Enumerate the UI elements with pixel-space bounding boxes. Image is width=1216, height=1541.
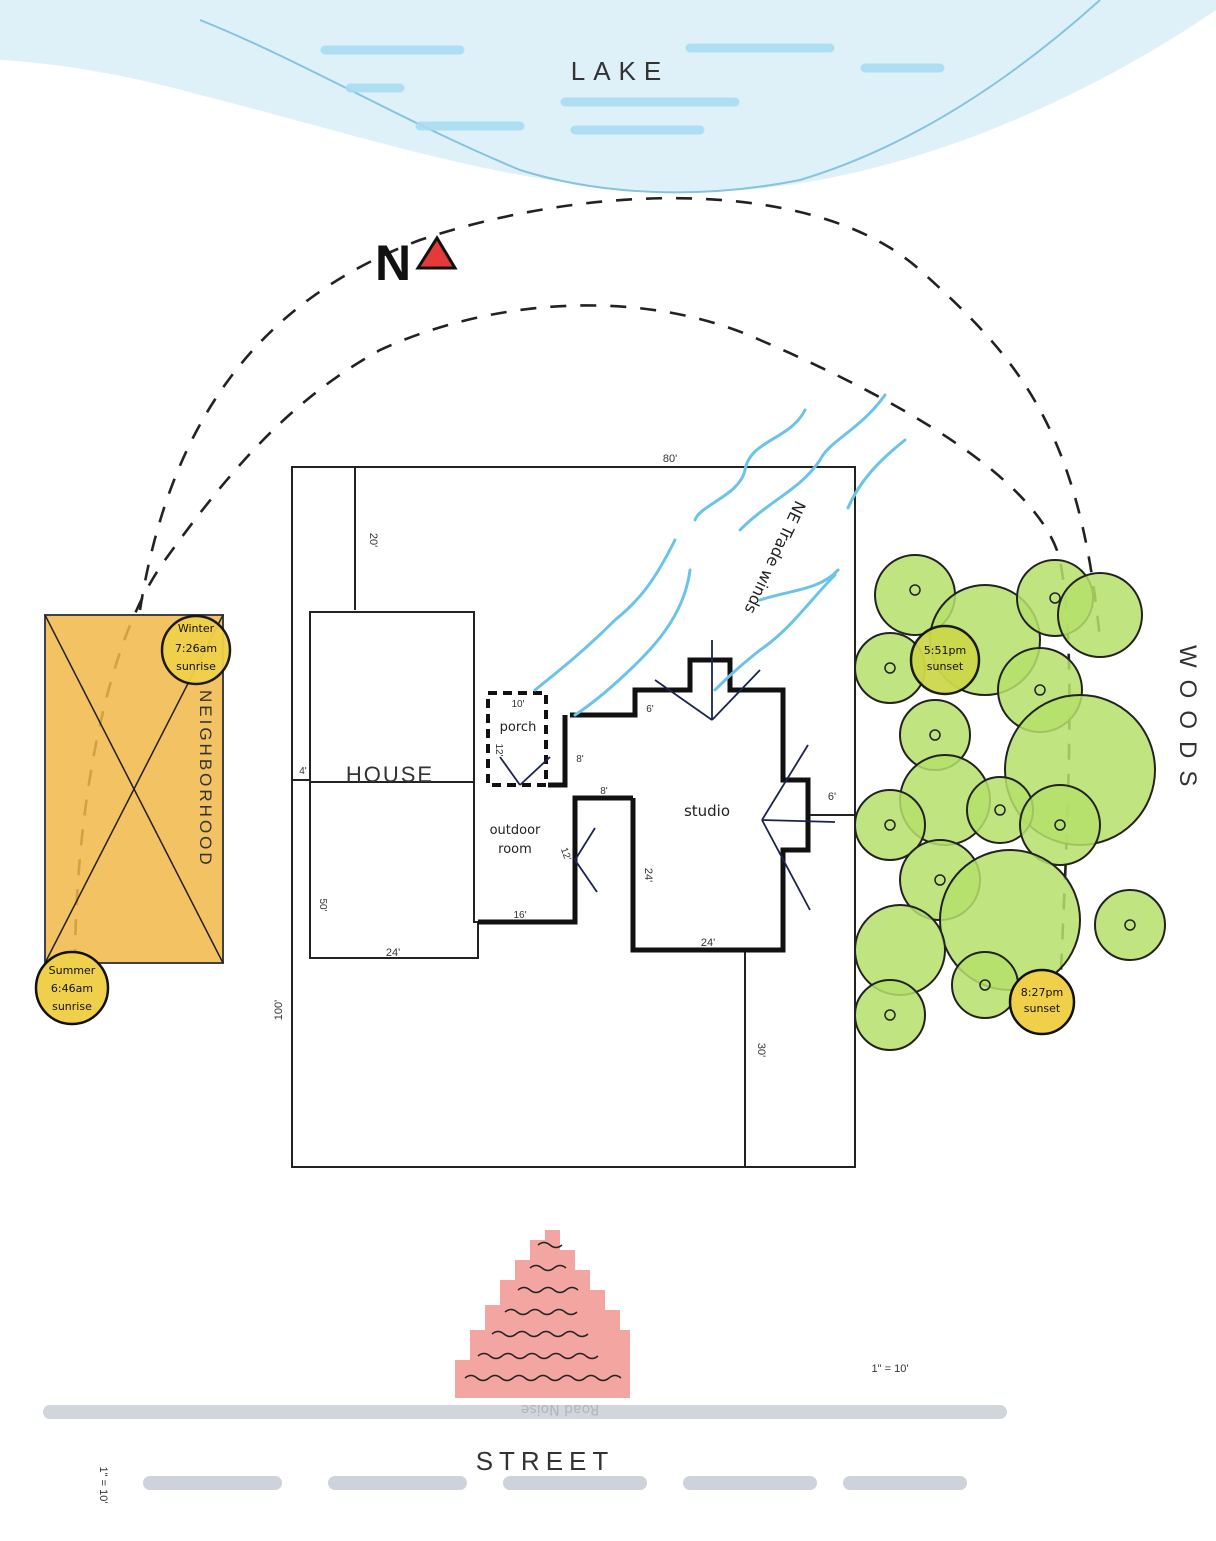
- trade-winds-label: NE Trade winds: [741, 498, 810, 617]
- winter-sun-path: [138, 196, 1102, 641]
- view-arrow: [711, 669, 761, 721]
- view-arrow: [519, 756, 551, 786]
- wind-gust: [713, 573, 837, 692]
- dim-setback-left: 4': [299, 766, 307, 777]
- sun-summer-sunrise-icon: [34, 950, 110, 1026]
- view-arrow: [499, 756, 521, 786]
- view-arrows: [499, 640, 836, 911]
- porch: porch 10' 12': [486, 691, 548, 787]
- sun-winter-sunrise-icon: [160, 614, 232, 686]
- lake-ripples: [320, 43, 945, 135]
- winter-sunset-line1: 5:51pm: [924, 644, 966, 657]
- sun-winter-sunset-icon: [909, 624, 981, 696]
- dim-lot-depth: 100': [273, 1000, 285, 1020]
- winter-sunrise-line2: 7:26am: [175, 642, 217, 655]
- winter-sunset-line2: sunset: [927, 660, 964, 673]
- road-noise-cone: [455, 1230, 630, 1398]
- outdoor-room-label-1: outdoor: [490, 823, 541, 838]
- wind-gust: [573, 568, 692, 717]
- wind-gust: [846, 438, 907, 510]
- dim-porch-depth: 12': [493, 743, 504, 756]
- sun-winter-sunrise: Winter 7:26am sunrise: [160, 614, 232, 686]
- sun-summer-sunset: 8:27pm sunset: [1008, 968, 1076, 1036]
- studio-outline: [570, 657, 811, 953]
- dim-studio-step: 6': [646, 704, 654, 715]
- dim-studio-depth: 24': [642, 868, 654, 882]
- wind-gust: [738, 393, 887, 532]
- sun-summer-sunrise: Summer 6:46am sunrise: [34, 950, 110, 1026]
- woods-label: WOODS: [1174, 645, 1201, 798]
- tree: [1094, 889, 1166, 961]
- road-noise-waves: [464, 1241, 622, 1382]
- summer-sunrise-line1: Summer: [49, 964, 96, 977]
- view-arrow: [654, 679, 713, 721]
- lake: LAKE: [0, 0, 1216, 194]
- outdoor-room-label-2: room: [498, 842, 532, 857]
- north-arrow: N: [375, 235, 458, 291]
- dim-lot-width: 80': [663, 453, 677, 465]
- house: HOUSE 50' 24': [309, 611, 479, 959]
- scale-note-right: 1" = 10': [872, 1363, 909, 1375]
- dim-connector-small: 8': [576, 754, 584, 765]
- dim-outdoor-room-inner: 12': [558, 846, 573, 862]
- house-outline: [309, 611, 479, 959]
- porch-label: porch: [500, 720, 537, 735]
- dim-house-depth: 50': [317, 898, 328, 911]
- street: STREET: [43, 1405, 1007, 1490]
- view-arrow: [761, 819, 811, 911]
- scale-note-left: 1" = 10': [97, 1467, 109, 1504]
- lot: 80' 100' 20' 4' 30': [273, 453, 856, 1168]
- tree: [951, 951, 1019, 1019]
- winter-sunrise-line3: sunrise: [176, 660, 216, 673]
- tree: [1019, 784, 1101, 866]
- studio: studio 6' 8' 8' 24' 24' 6': [570, 657, 855, 953]
- summer-sunset-line2: sunset: [1024, 1002, 1061, 1015]
- woods-trees: [854, 554, 1166, 1051]
- view-arrow: [761, 744, 809, 821]
- north-triangle-icon: [415, 235, 458, 270]
- tree: [854, 979, 926, 1051]
- dim-setback-top: 20': [367, 533, 379, 547]
- summer-sunset-line1: 8:27pm: [1021, 986, 1063, 999]
- view-arrow: [574, 827, 596, 861]
- tree-trunks: [884, 584, 1136, 1021]
- studio-label: studio: [684, 802, 730, 820]
- street-label: STREET: [476, 1446, 615, 1476]
- sun-summer-sunset-icon: [1008, 968, 1076, 1036]
- neighborhood-label: NEIGHBORHOOD: [196, 690, 215, 868]
- summer-sunrise-line2: 6:46am: [51, 982, 93, 995]
- dim-connector-top: 8': [600, 786, 608, 797]
- house-label: HOUSE: [346, 762, 434, 787]
- tree: [1057, 572, 1143, 658]
- north-label: N: [375, 235, 411, 291]
- lot-boundary: [291, 466, 856, 1168]
- dim-studio-bay: 6': [828, 791, 836, 803]
- winter-sunrise-line1: Winter: [178, 622, 215, 635]
- dim-studio-width: 24': [701, 937, 715, 949]
- view-arrow: [761, 819, 836, 823]
- wind-gust: [693, 408, 807, 522]
- summer-sunrise-line3: sunrise: [52, 1000, 92, 1013]
- view-arrow: [574, 859, 598, 893]
- lake-water: [0, 0, 1216, 192]
- dim-setback-rear: 30': [755, 1043, 767, 1057]
- dim-house-width: 24': [386, 947, 400, 959]
- outdoor-room: outdoor room 16' 12': [478, 715, 633, 925]
- wind-gust: [533, 538, 677, 692]
- dim-porch-width: 10': [511, 699, 524, 710]
- trade-winds: [533, 393, 907, 717]
- dim-outdoor-room-width: 16': [513, 910, 526, 921]
- lake-label: LAKE: [571, 56, 670, 86]
- road-noise: Road Noise: [455, 1230, 630, 1417]
- sun-winter-sunset: 5:51pm sunset: [909, 624, 981, 696]
- wind-gust: [758, 568, 840, 602]
